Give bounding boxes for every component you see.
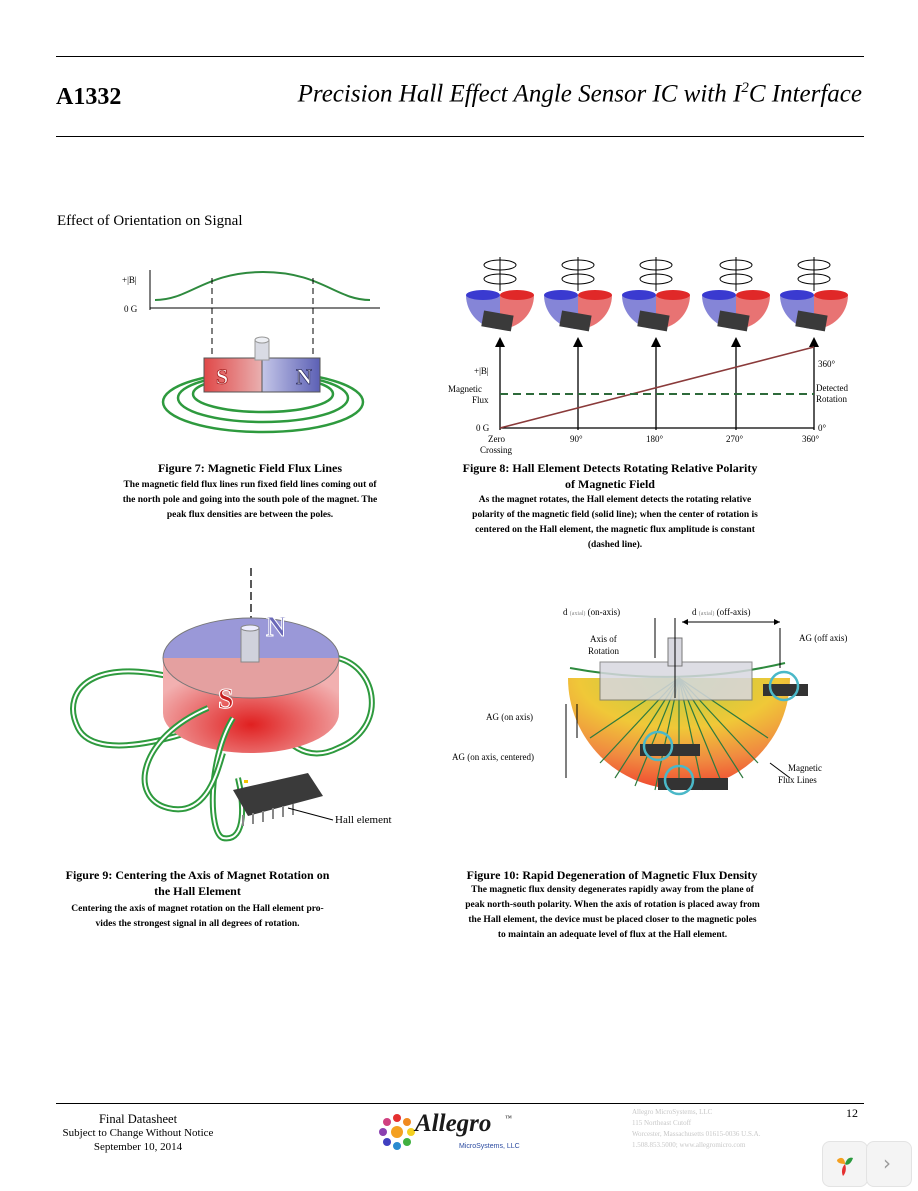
figure-7-caption: Figure 7: Magnetic Field Flux Lines — [157, 461, 343, 475]
fig8-x-tick-2: 180° — [646, 434, 664, 444]
figure-8-caption: Figure 8: Hall Element Detects Rotating … — [462, 461, 758, 491]
viewer-logo-button[interactable] — [822, 1141, 868, 1187]
figure-10-diagram — [565, 618, 808, 796]
fig8-x-tick-4: 360° — [802, 434, 820, 444]
section-title: Effect of Orientation on Signal — [57, 213, 243, 229]
figure-8-description: As the magnet rotates, the Hall element … — [472, 495, 758, 550]
fig8-x-tick-1: 90° — [570, 434, 583, 444]
allegro-logo-text: Allegro — [415, 1110, 492, 1137]
header-top-rule — [56, 56, 864, 57]
fig9-south-letter: S — [218, 684, 234, 715]
chevron-right-icon: › — [883, 1151, 891, 1175]
fig8-right-top: 360° — [818, 359, 836, 369]
page-number: 12 — [846, 1106, 858, 1120]
figure-9-diagram: N S — [70, 568, 375, 842]
fig10-d-on-axis-label: d (axial) (on-axis) — [563, 607, 621, 617]
fig8-x-tick-3: 270° — [726, 434, 744, 444]
figure-7-diagram: S N — [149, 270, 380, 434]
fig10-ag-off-axis: AG (off axis) — [799, 633, 848, 643]
next-page-button[interactable]: › — [866, 1141, 912, 1187]
fig10-ag-centered: AG (on axis, centered) — [452, 752, 534, 762]
figure-10-caption: Figure 10: Rapid Degeneration of Magneti… — [466, 868, 758, 882]
header-bottom-rule — [56, 136, 864, 137]
fig7-axis-top-label: +|B| — [122, 275, 137, 285]
fig8-x-tick-0: Zero — [488, 434, 505, 444]
fig9-north-letter: N — [266, 612, 286, 643]
fig8-x-tick-0-line2: Crossing — [480, 445, 513, 455]
figure-7-description: The magnetic field flux lines run fixed … — [122, 480, 378, 520]
figure-9-description: Centering the axis of magnet rotation on… — [71, 904, 324, 929]
fig10-axis-label-2: Rotation — [588, 646, 619, 656]
fig8-right-label-2: Rotation — [816, 394, 847, 404]
fig8-y-zero: 0 G — [476, 423, 490, 433]
fig8-y-label-2: Flux — [472, 395, 489, 405]
fig8-y-label-1: Magnetic — [448, 384, 482, 394]
allegro-logo-tm: ™ — [505, 1114, 512, 1122]
footer-status: Final Datasheet Subject to Change Withou… — [62, 1112, 214, 1153]
part-number: A1332 — [56, 84, 122, 110]
fig7-axis-zero-label: 0 G — [124, 304, 138, 314]
document-title: Precision Hall Effect Angle Sensor IC wi… — [297, 80, 862, 108]
allegro-logo: Allegro ™ MicroSystems, LLC — [375, 1108, 550, 1158]
allegro-logo-subtitle: MicroSystems, LLC — [459, 1143, 520, 1150]
figure-10-description: The magnetic flux density degenerates ra… — [465, 885, 760, 940]
footer-rule — [56, 1103, 864, 1104]
allegro-logo-mark — [379, 1114, 415, 1150]
north-pole-letter: N — [296, 364, 312, 389]
viewer-logo-icon — [837, 1157, 853, 1176]
fig8-right-label-1: Detected — [816, 383, 848, 393]
fig8-right-zero: 0° — [818, 423, 827, 433]
fig8-y-top: +|B| — [474, 366, 489, 376]
fig10-d-off-axis-label: d (axial) (off-axis) — [692, 607, 751, 617]
fig10-flux-label-1: Magnetic — [788, 763, 822, 773]
figure-8-diagram — [465, 256, 849, 430]
fig10-axis-label-1: Axis of — [590, 634, 617, 644]
company-address: Allegro MicroSystems, LLC 115 Northeast … — [632, 1108, 761, 1149]
fig10-flux-label-2: Flux Lines — [778, 775, 817, 785]
fig10-ag-on-axis: AG (on axis) — [486, 712, 533, 722]
figure-9-caption: Figure 9: Centering the Axis of Magnet R… — [65, 868, 330, 898]
south-pole-letter: S — [216, 364, 228, 389]
hall-element-label: Hall element — [335, 814, 392, 826]
